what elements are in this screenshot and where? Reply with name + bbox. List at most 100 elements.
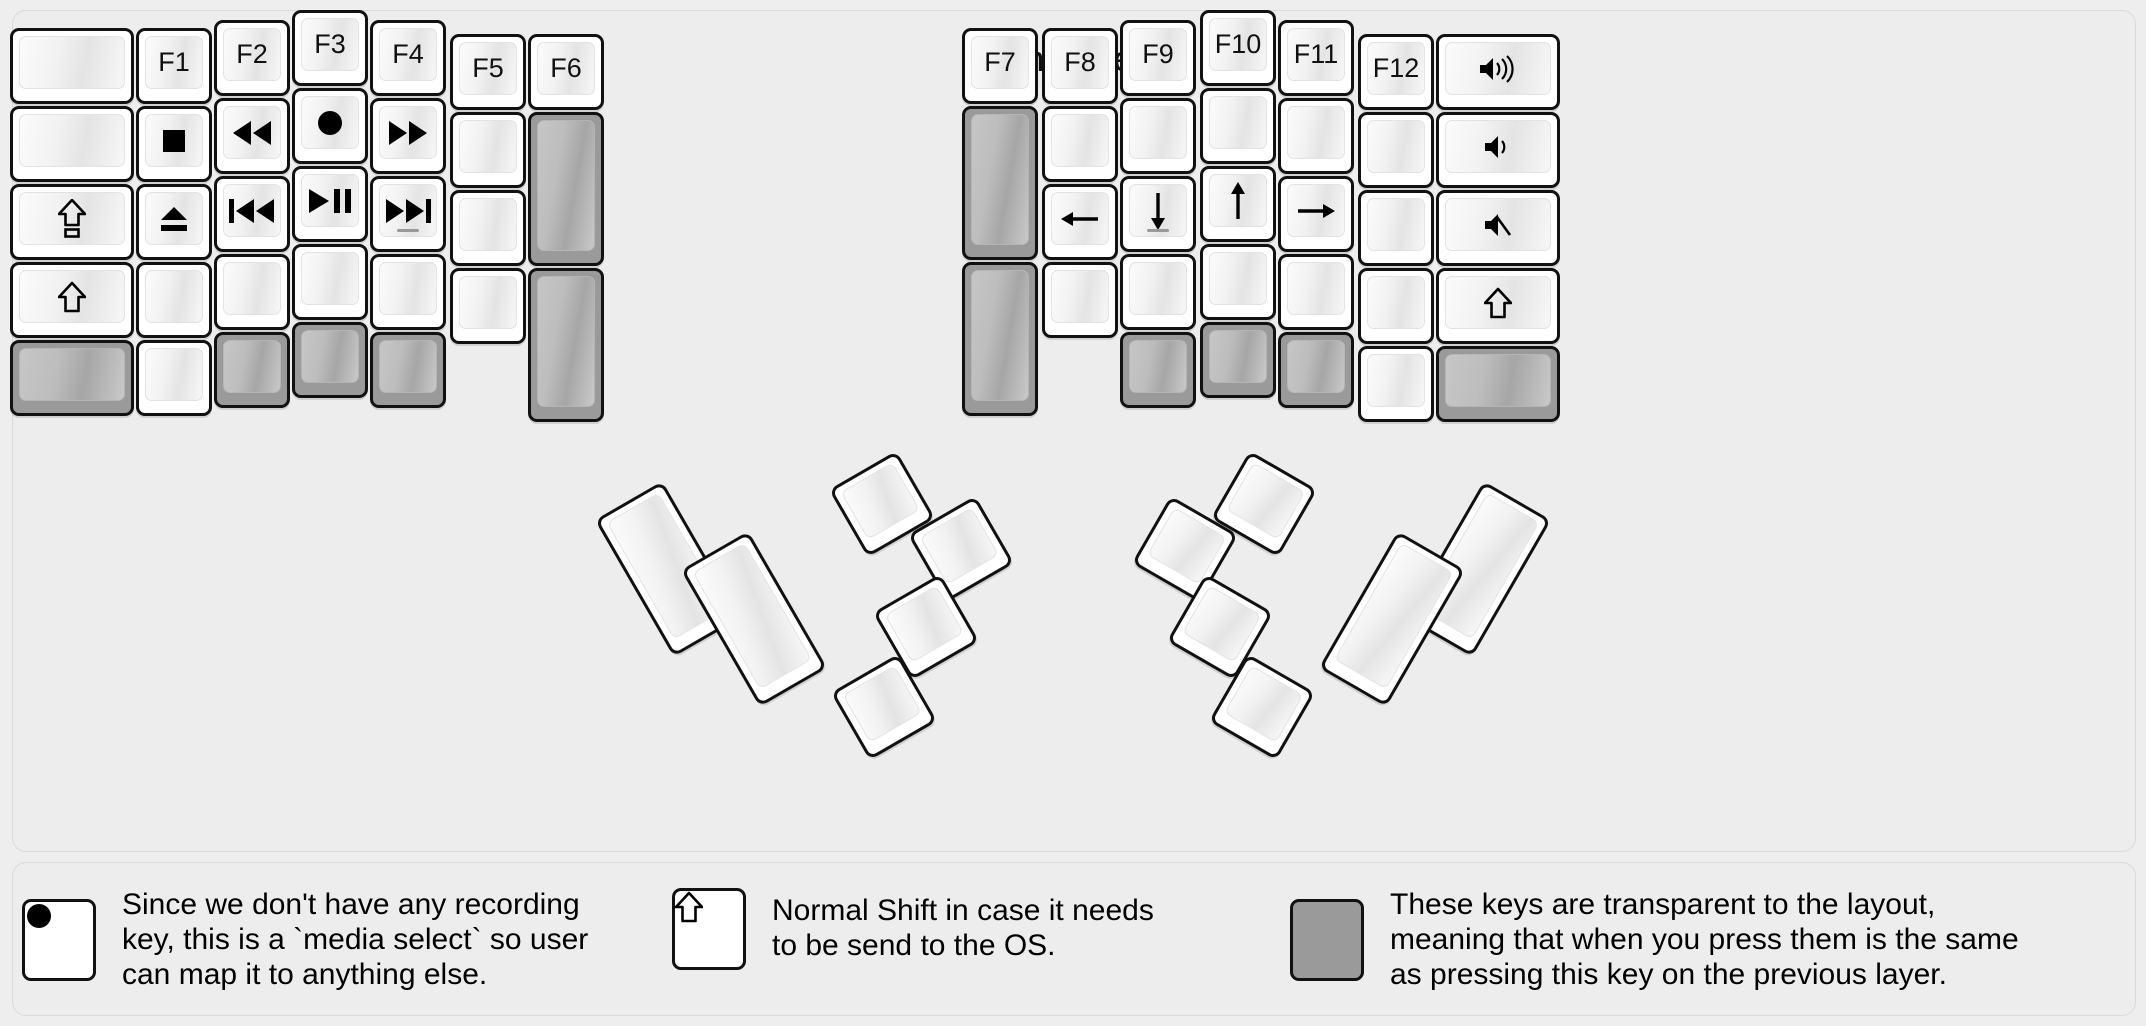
key-face: F1 [145, 36, 203, 89]
key-col-extra-3[interactable] [528, 268, 604, 422]
key-col-index-inner-2[interactable] [450, 112, 526, 188]
key-col-middle-r-2[interactable] [1200, 88, 1276, 164]
key-col-pinky-outer-2[interactable] [10, 106, 134, 182]
key-face [301, 330, 359, 383]
key-col-middle-r-5[interactable] [1200, 322, 1276, 398]
key-col-index-5[interactable] [370, 332, 446, 408]
key-col-index-3[interactable] [370, 176, 446, 252]
key-face [379, 106, 437, 159]
legend-item-2: Normal Shift in case it needs to be send… [672, 888, 1154, 970]
key-face [1287, 340, 1345, 393]
key-face [1129, 184, 1187, 237]
key-col-middle-2[interactable] [292, 88, 368, 164]
key-col-pinky-5[interactable] [136, 340, 212, 416]
key-face [1209, 252, 1267, 305]
key-face [19, 348, 125, 401]
key-col-middle-r-3[interactable] [1200, 166, 1276, 242]
key-face [1287, 184, 1345, 237]
key-col-ring-1[interactable]: F2 [214, 20, 290, 96]
key-label [1225, 667, 1302, 742]
legend-text-3: These keys are transparent to the layout… [1390, 888, 2019, 991]
key-col-index-inner-r-3[interactable] [1042, 184, 1118, 260]
key-col-index-2[interactable] [370, 98, 446, 174]
key-col-index-1[interactable]: F4 [370, 20, 446, 96]
key-col-pinky-r-5[interactable] [1358, 346, 1434, 422]
key-face: F4 [379, 28, 437, 81]
key-label [1227, 464, 1304, 539]
key-col-ring-2[interactable] [214, 98, 290, 174]
arrow-down-icon [1130, 185, 1186, 236]
key-col-ring-r-4[interactable] [1278, 254, 1354, 330]
key-col-ring-4[interactable] [214, 254, 290, 330]
key-face [1367, 276, 1425, 329]
key-col-middle-r-1[interactable]: F10 [1200, 10, 1276, 86]
key-label: F2 [236, 39, 268, 69]
key-col-index-inner-3[interactable] [450, 190, 526, 266]
key-col-middle-r-4[interactable] [1200, 244, 1276, 320]
key-col-pinky-outer-r-2[interactable] [1436, 112, 1560, 188]
key-face [537, 120, 595, 251]
key-face [971, 114, 1029, 245]
key-face [223, 106, 281, 159]
key-col-pinky-outer-r-5[interactable] [1436, 346, 1560, 422]
key-col-pinky-outer-1[interactable] [10, 28, 134, 104]
key-col-ring-5[interactable] [214, 332, 290, 408]
key-col-middle-3[interactable] [292, 166, 368, 242]
key-col-extra-r-2[interactable] [962, 106, 1038, 260]
key-col-pinky-r-2[interactable] [1358, 112, 1434, 188]
key-col-pinky-2[interactable] [136, 106, 212, 182]
arrow-left-icon [1052, 193, 1108, 244]
key-col-extra-1[interactable]: F6 [528, 34, 604, 110]
key-col-index-inner-r-2[interactable] [1042, 106, 1118, 182]
key-col-pinky-4[interactable] [136, 262, 212, 338]
key-label: F8 [1064, 47, 1096, 77]
key-col-index-r-3[interactable] [1120, 176, 1196, 252]
legend-item-1: Since we don't have any recording key, t… [22, 888, 588, 992]
key-col-pinky-outer-4[interactable] [10, 262, 134, 338]
key-col-pinky-outer-5[interactable] [10, 340, 134, 416]
media-rewind-icon [224, 107, 280, 158]
key-col-index-r-1[interactable]: F9 [1120, 20, 1196, 96]
key-col-index-4[interactable] [370, 254, 446, 330]
media-record-icon [302, 97, 358, 148]
key-col-ring-r-3[interactable] [1278, 176, 1354, 252]
key-face [1367, 354, 1425, 407]
key-col-index-inner-4[interactable] [450, 268, 526, 344]
key-col-index-inner-r-4[interactable] [1042, 262, 1118, 338]
key-col-index-r-4[interactable] [1120, 254, 1196, 330]
key-col-middle-1[interactable]: F3 [292, 10, 368, 86]
key-label: F5 [472, 53, 504, 83]
key-col-pinky-outer-r-4[interactable] [1436, 268, 1560, 344]
key-face [1051, 270, 1109, 323]
key-face: F10 [1209, 18, 1267, 71]
key-col-index-r-2[interactable] [1120, 98, 1196, 174]
key-col-pinky-1[interactable]: F1 [136, 28, 212, 104]
key-face [537, 276, 595, 407]
key-col-ring-r-2[interactable] [1278, 98, 1354, 174]
key-col-middle-4[interactable] [292, 244, 368, 320]
key-face [1051, 114, 1109, 167]
key-col-extra-2[interactable] [528, 112, 604, 266]
key-col-extra-r-1[interactable]: F7 [962, 28, 1038, 104]
key-col-pinky-r-3[interactable] [1358, 190, 1434, 266]
key-col-index-inner-r-1[interactable]: F8 [1042, 28, 1118, 104]
key-col-ring-3[interactable] [214, 176, 290, 252]
media-play-pause-icon [302, 175, 358, 226]
key-col-pinky-r-1[interactable]: F12 [1358, 34, 1434, 110]
key-col-pinky-r-4[interactable] [1358, 268, 1434, 344]
key-col-index-r-5[interactable] [1120, 332, 1196, 408]
key-col-ring-r-5[interactable] [1278, 332, 1354, 408]
key-col-ring-r-1[interactable]: F11 [1278, 20, 1354, 96]
key-col-pinky-outer-3[interactable] [10, 184, 134, 260]
key-col-middle-5[interactable] [292, 322, 368, 398]
key-col-extra-r-3[interactable] [962, 262, 1038, 416]
arrow-right-icon [1288, 185, 1344, 236]
key-col-index-inner-1[interactable]: F5 [450, 34, 526, 110]
key-col-pinky-outer-r-1[interactable] [1436, 34, 1560, 110]
key-col-pinky-outer-r-3[interactable] [1436, 190, 1560, 266]
key-face [1287, 262, 1345, 315]
key-face: F6 [537, 42, 595, 95]
key-col-pinky-3[interactable] [136, 184, 212, 260]
key-face [459, 276, 517, 329]
